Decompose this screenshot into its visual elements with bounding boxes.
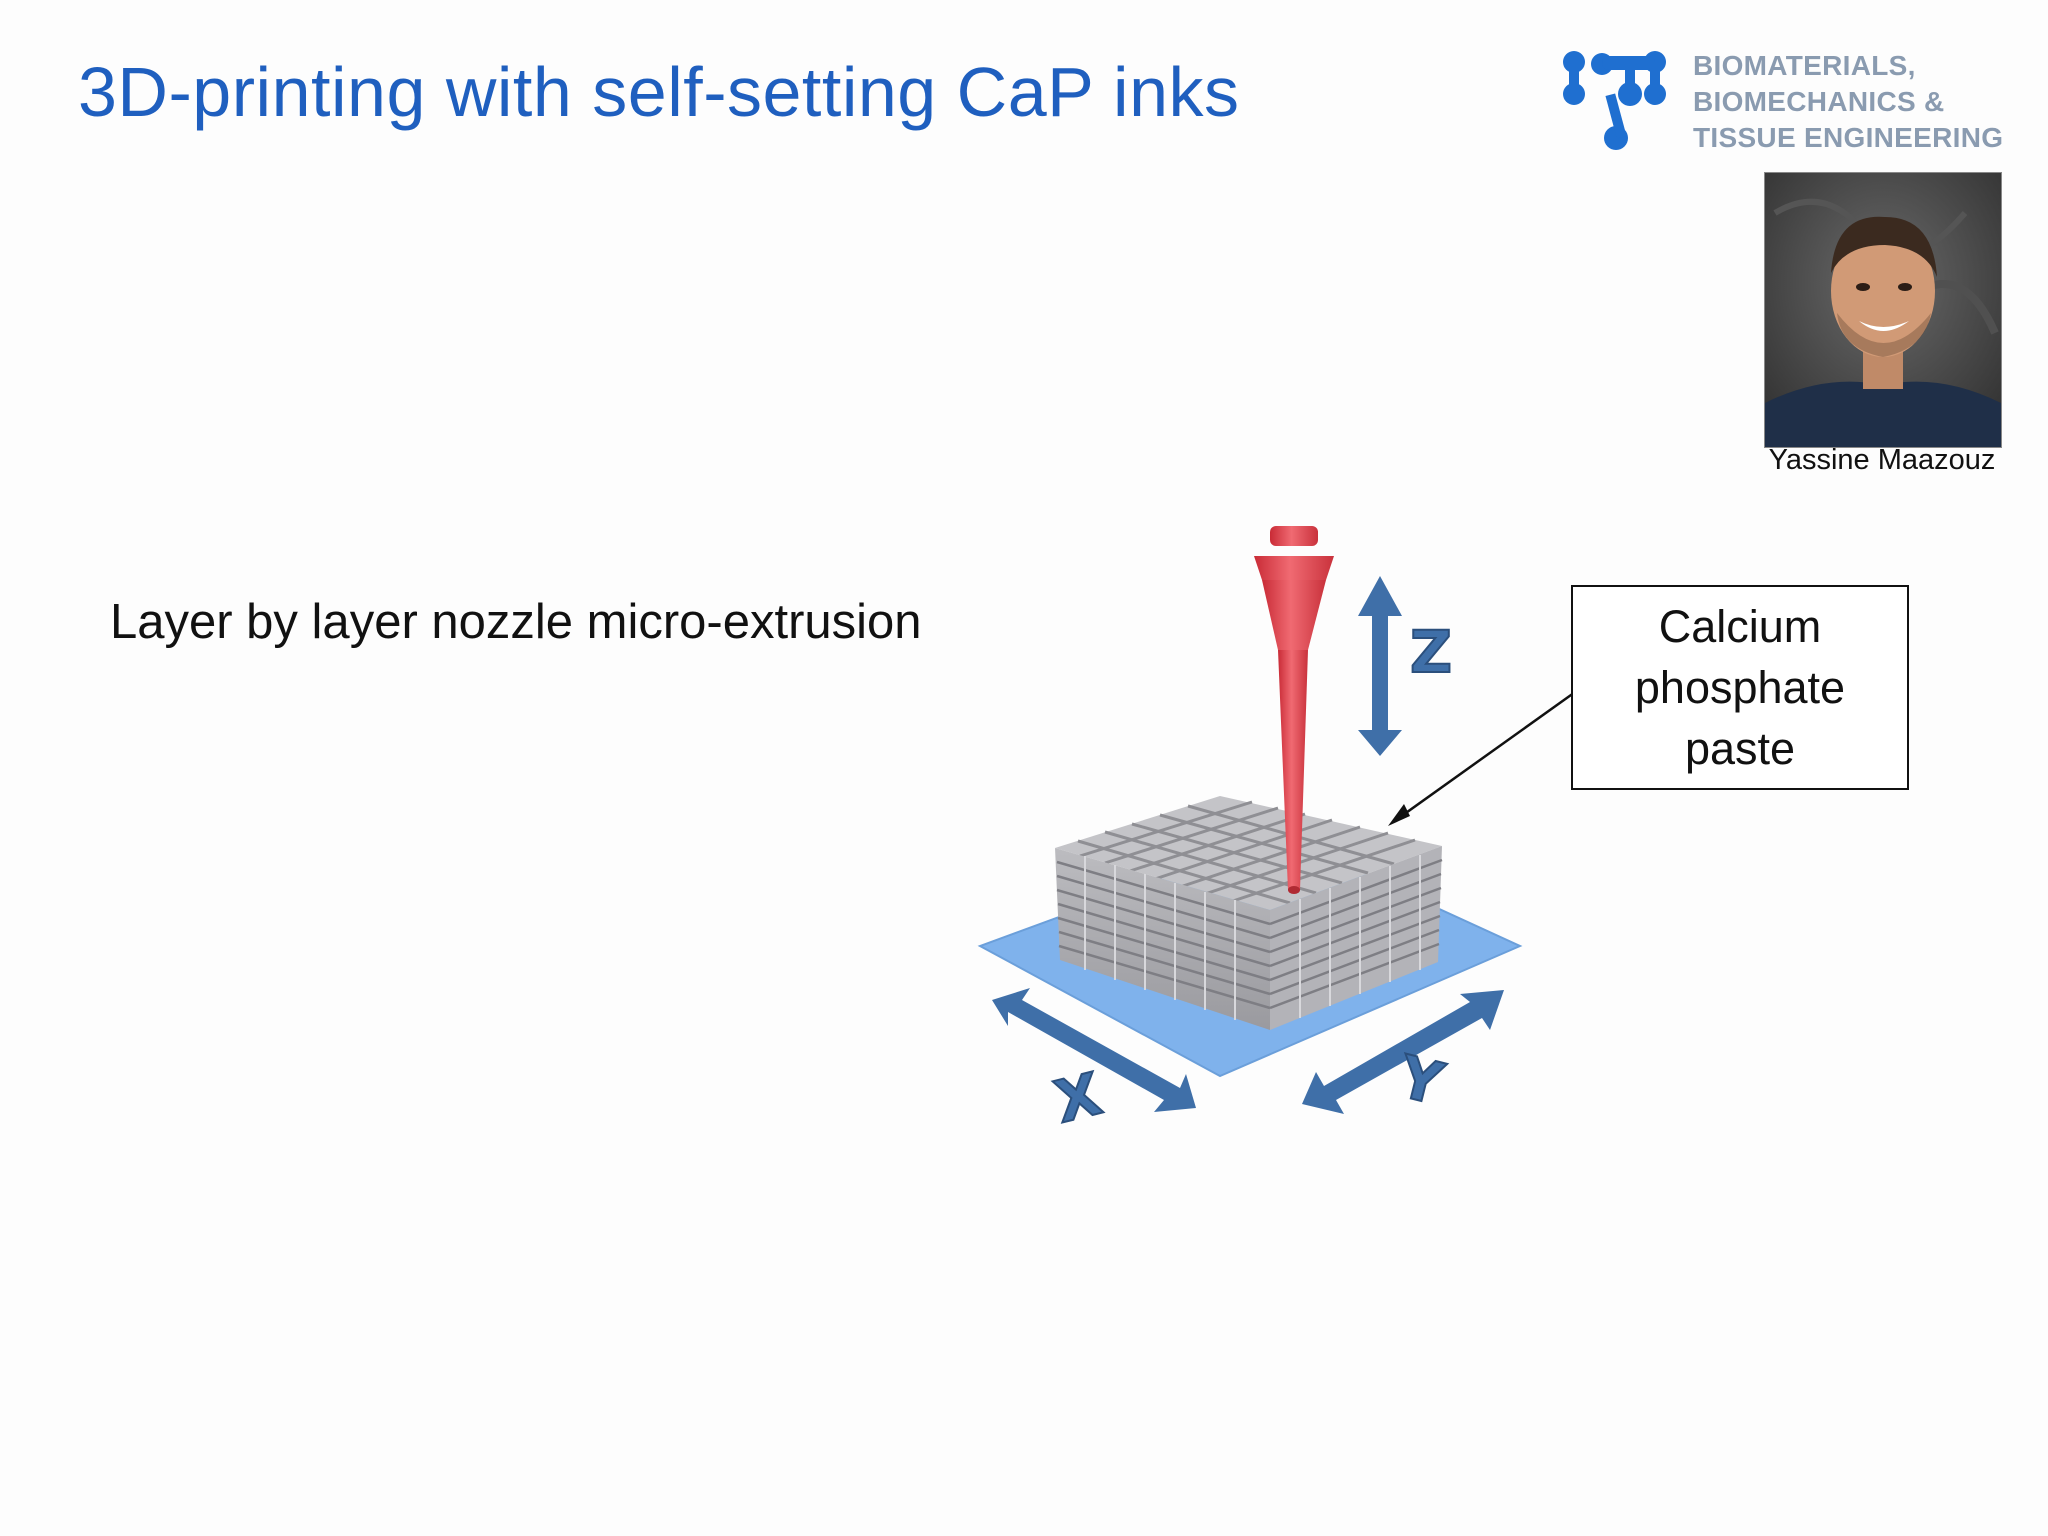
callout-label: Calcium phosphate paste	[1634, 601, 1846, 774]
scaffold-top	[1055, 796, 1442, 910]
scaffold-front-left	[1055, 848, 1270, 1030]
callout-arrow	[1388, 688, 1579, 826]
z-axis-label: Z	[1410, 618, 1452, 686]
presenter-name: Yassine Maazouz	[1768, 444, 1996, 476]
y-axis-arrow	[1302, 990, 1504, 1114]
printing-illustration: Z X Y	[977, 526, 1523, 1137]
x-axis-label: X	[1048, 1060, 1108, 1137]
lead-text: Layer by layer nozzle micro-extrusion	[110, 595, 922, 649]
scaffold-lattice	[1077, 800, 1416, 905]
molecule-logo-icon	[1563, 51, 1666, 150]
x-axis-arrow	[992, 988, 1196, 1112]
slide-title: 3D-printing with self-setting CaP inks	[78, 53, 1240, 131]
presenter-photo	[1764, 172, 2002, 448]
organization-logo-text: BIOMATERIALS, BIOMECHANICS & TISSUE ENGI…	[1693, 48, 2003, 156]
logo-line-3: TISSUE ENGINEERING	[1693, 122, 2004, 153]
logo-line-2: BIOMECHANICS &	[1693, 86, 1945, 117]
dispensing-nozzle	[1254, 526, 1334, 894]
z-axis-arrow	[1358, 576, 1402, 756]
person-portrait-icon	[1765, 173, 2001, 447]
logo-line-1: BIOMATERIALS,	[1693, 50, 1916, 81]
scaffold-front-right	[1270, 846, 1442, 1030]
callout-box: Calcium phosphate paste	[1571, 585, 1909, 790]
